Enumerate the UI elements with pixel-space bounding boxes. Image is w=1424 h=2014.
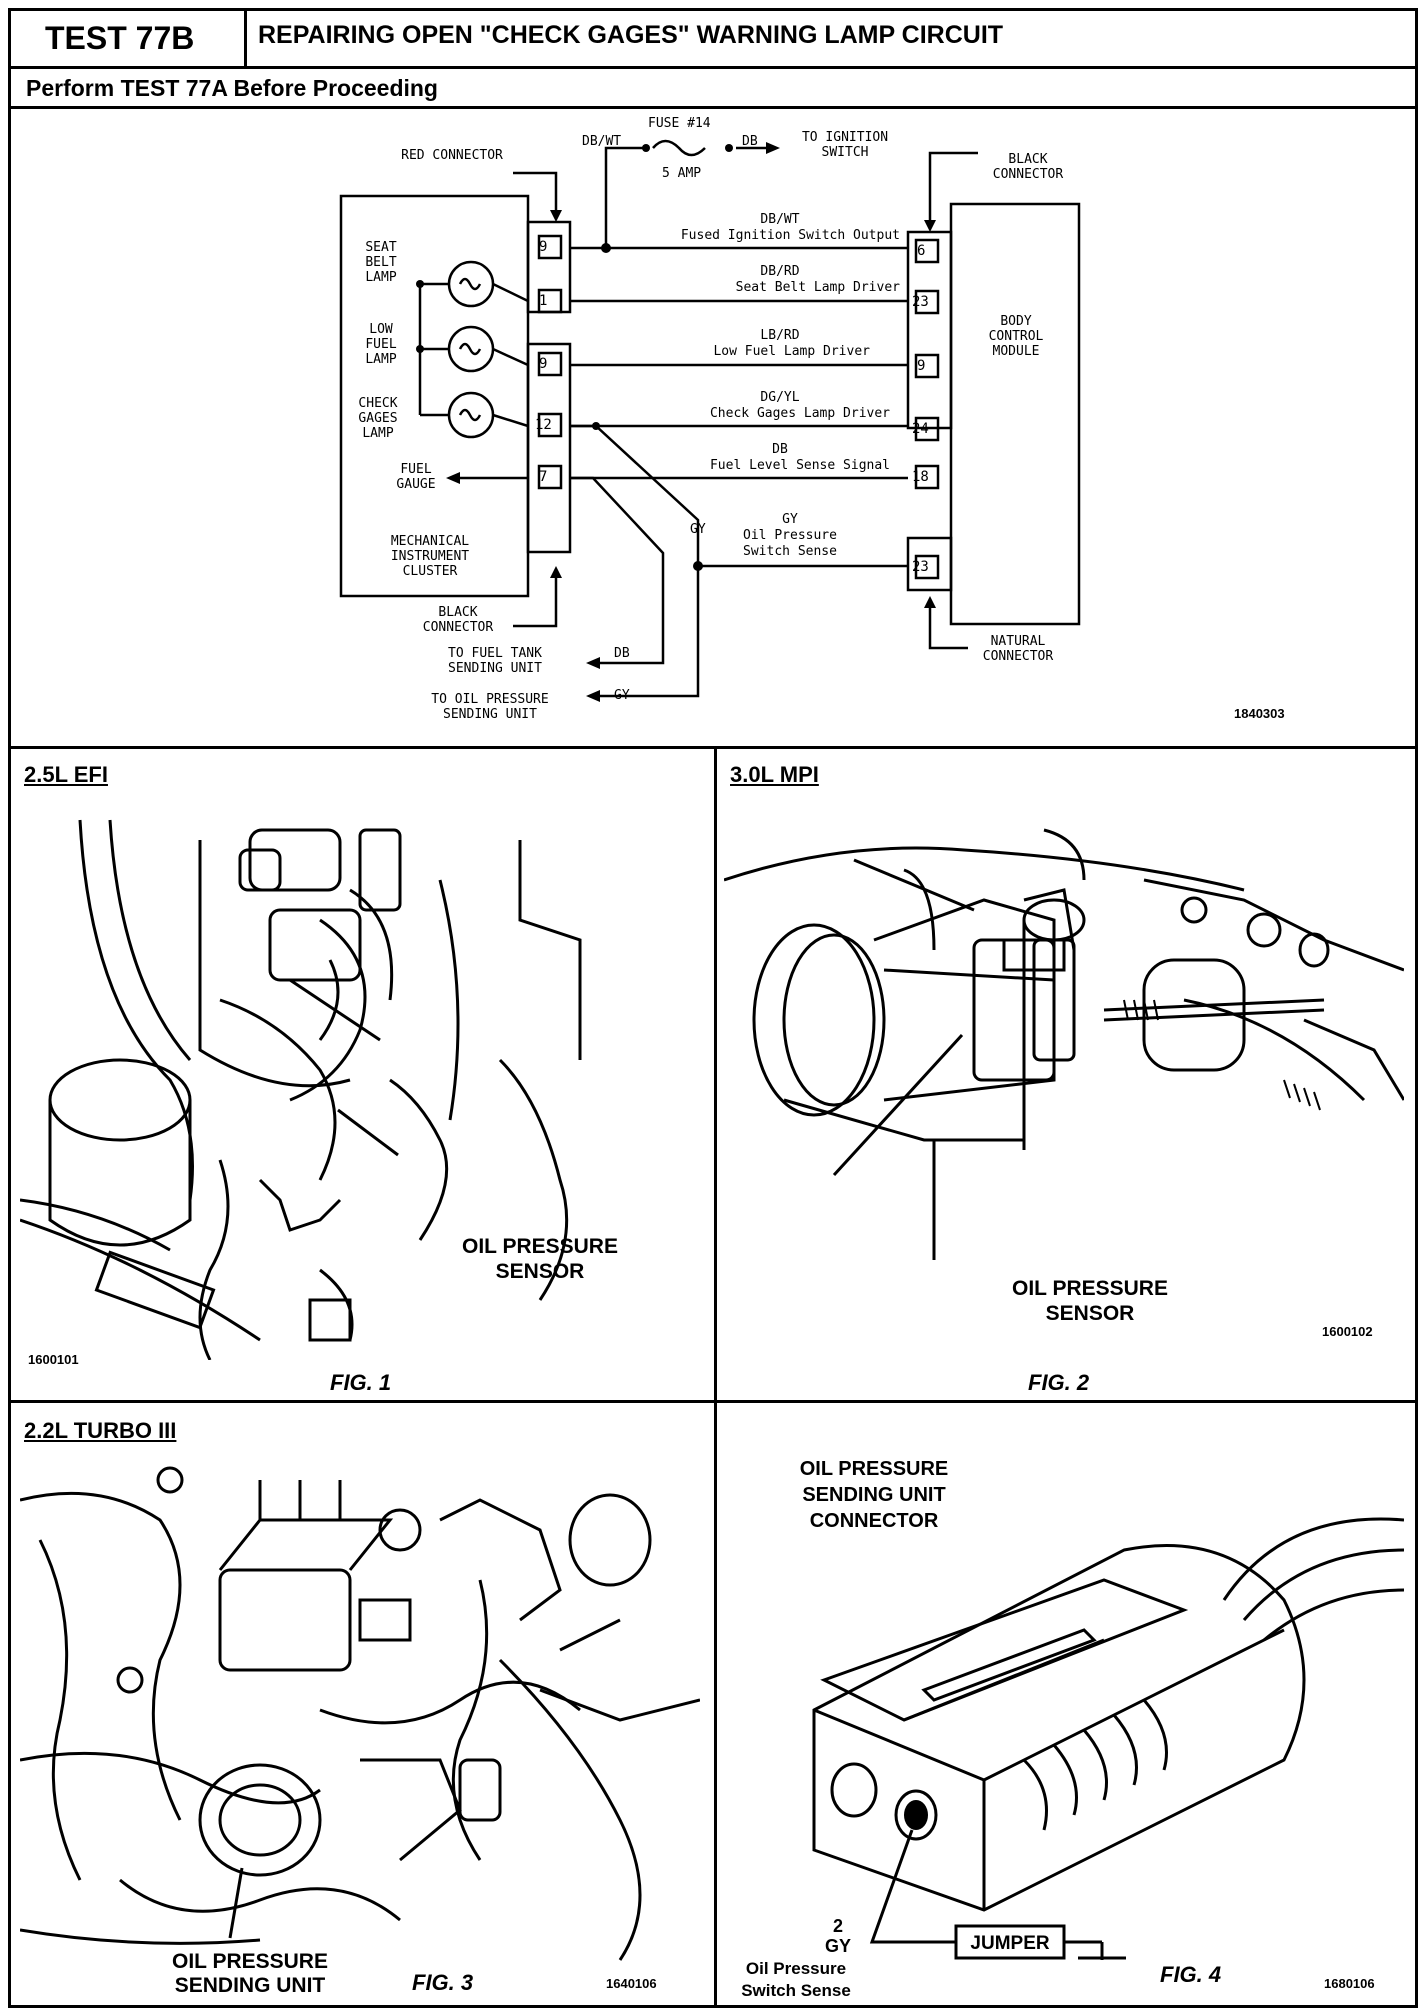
to-fuel-tank-wire: DB <box>614 646 630 661</box>
gy-tap-label: GY <box>690 522 706 537</box>
grid-middle-divider <box>8 1400 1418 1403</box>
right-pin-3: 9 <box>917 358 926 374</box>
body-control-module-label: BODY CONTROL MODULE <box>988 314 1044 359</box>
red-connector-label: RED CONNECTOR <box>401 148 503 163</box>
left-pin-2: 1 <box>539 293 548 309</box>
black-connector-left-label: BLACK CONNECTOR <box>422 605 494 635</box>
natural-connector-box <box>906 536 953 592</box>
panel-3-code: 1640106 <box>606 1976 657 1991</box>
circuit-2-color: DB/RD <box>760 264 800 279</box>
engine-illustration-3-0l <box>724 828 1404 1260</box>
left-pin-3: 9 <box>539 356 548 372</box>
header-divider <box>8 66 1418 69</box>
circuit-3-name: Low Fuel Lamp Driver <box>713 344 870 359</box>
pin-color: GY <box>824 1936 851 1956</box>
jumper-label: JUMPER <box>970 1933 1050 1954</box>
grid-top-divider <box>8 746 1418 749</box>
circuit-2-name: Seat Belt Lamp Driver <box>735 280 900 295</box>
fuse-rating: 5 AMP <box>662 166 702 181</box>
right-pin-5: 18 <box>912 469 929 485</box>
lamp-label-low-fuel: LOW FUEL LAMP <box>365 322 397 367</box>
circuit-5-name: Fuel Level Sense Signal <box>709 458 890 473</box>
page-title: REPAIRING OPEN "CHECK GAGES" WARNING LAM… <box>258 21 1004 49</box>
left-pin-4: 12 <box>535 417 552 433</box>
to-oil-pressure-wire: GY <box>614 688 630 703</box>
pin-name: Oil Pressure Switch Sense <box>741 1959 851 2000</box>
circuit-5-color: DB <box>772 442 788 457</box>
black-connector-right-box <box>906 230 953 430</box>
panel-1-caption: OIL PRESSURE SENSOR <box>462 1235 618 1283</box>
left-pin-1: 9 <box>539 239 548 255</box>
test-id: TEST 77B <box>45 20 195 56</box>
panel-1-fig: FIG. 1 <box>330 1370 392 1395</box>
subtitle-divider <box>8 106 1418 109</box>
circuit-1-color: DB/WT <box>760 212 800 227</box>
panel-2-code: 1600102 <box>1322 1324 1373 1339</box>
to-fuel-tank-label: TO FUEL TANK SENDING UNIT <box>448 646 542 676</box>
natural-connector-label: NATURAL CONNECTOR <box>982 634 1054 664</box>
black-connector-left-box <box>526 342 572 554</box>
circuit-3-color: LB/RD <box>760 328 800 343</box>
fuse-out-wire: DB <box>742 134 758 149</box>
body-control-module-box <box>949 202 1081 626</box>
black-connector-right-label: BLACK CONNECTOR <box>992 152 1064 182</box>
panel-4-fig: FIG. 4 <box>1160 1962 1222 1987</box>
right-pin-6: 23 <box>912 559 929 575</box>
page-subtitle: Perform TEST 77A Before Proceeding <box>26 75 438 101</box>
left-pin-5: 7 <box>539 469 548 485</box>
circuit-1-name: Fused Ignition Switch Output <box>680 228 900 243</box>
panel-4-title: OIL PRESSURE SENDING UNIT CONNECTOR <box>799 1458 949 1532</box>
to-ignition-switch: TO IGNITION SWITCH <box>801 130 889 160</box>
lamp-label-check-gages: CHECK GAGES LAMP <box>358 396 398 441</box>
pin-number: 2 <box>832 1916 843 1936</box>
fuse-in-wire: DB/WT <box>582 134 622 149</box>
panel-1-code: 1600101 <box>28 1352 79 1367</box>
right-pin-2: 23 <box>912 294 929 310</box>
panel-3-fig: FIG. 3 <box>412 1970 474 1995</box>
panel-4-code: 1680106 <box>1324 1976 1375 1991</box>
schematic-code: 1840303 <box>1234 706 1285 721</box>
panel-3-title: 2.2L TURBO III <box>24 1418 177 1443</box>
page-frame <box>8 8 1418 2008</box>
right-pin-4: 24 <box>912 421 929 437</box>
instrument-cluster-label: MECHANICAL INSTRUMENT CLUSTER <box>390 534 470 579</box>
panel-3-caption: OIL PRESSURE SENDING UNIT <box>172 1950 328 1997</box>
engine-illustration-2-5l <box>20 819 582 1360</box>
grid-vertical-divider <box>714 746 717 2008</box>
to-oil-pressure-label: TO OIL PRESSURE SENDING UNIT <box>431 692 549 722</box>
engine-illustration-2-2l <box>20 1466 700 1961</box>
panel-2-fig: FIG. 2 <box>1028 1370 1090 1395</box>
panel-1-title: 2.5L EFI <box>24 762 108 787</box>
right-pin-1: 6 <box>917 243 926 259</box>
wiring-schematic <box>339 139 1081 702</box>
connector-illustration <box>812 1517 1404 1960</box>
fuse-label: FUSE #14 <box>648 116 711 131</box>
circuit-4-name: Check Gages Lamp Driver <box>709 406 890 421</box>
circuit-4-color: DG/YL <box>760 390 800 405</box>
circuit-6-name: Oil Pressure Switch Sense <box>743 528 837 559</box>
fuel-gauge-label: FUEL GAUGE <box>396 462 436 492</box>
circuit-6-color: GY <box>782 512 798 527</box>
lamp-label-seat-belt: SEAT BELT LAMP <box>365 240 397 285</box>
panel-2-caption: OIL PRESSURE SENSOR <box>1012 1277 1168 1325</box>
panel-2-title: 3.0L MPI <box>730 762 819 787</box>
